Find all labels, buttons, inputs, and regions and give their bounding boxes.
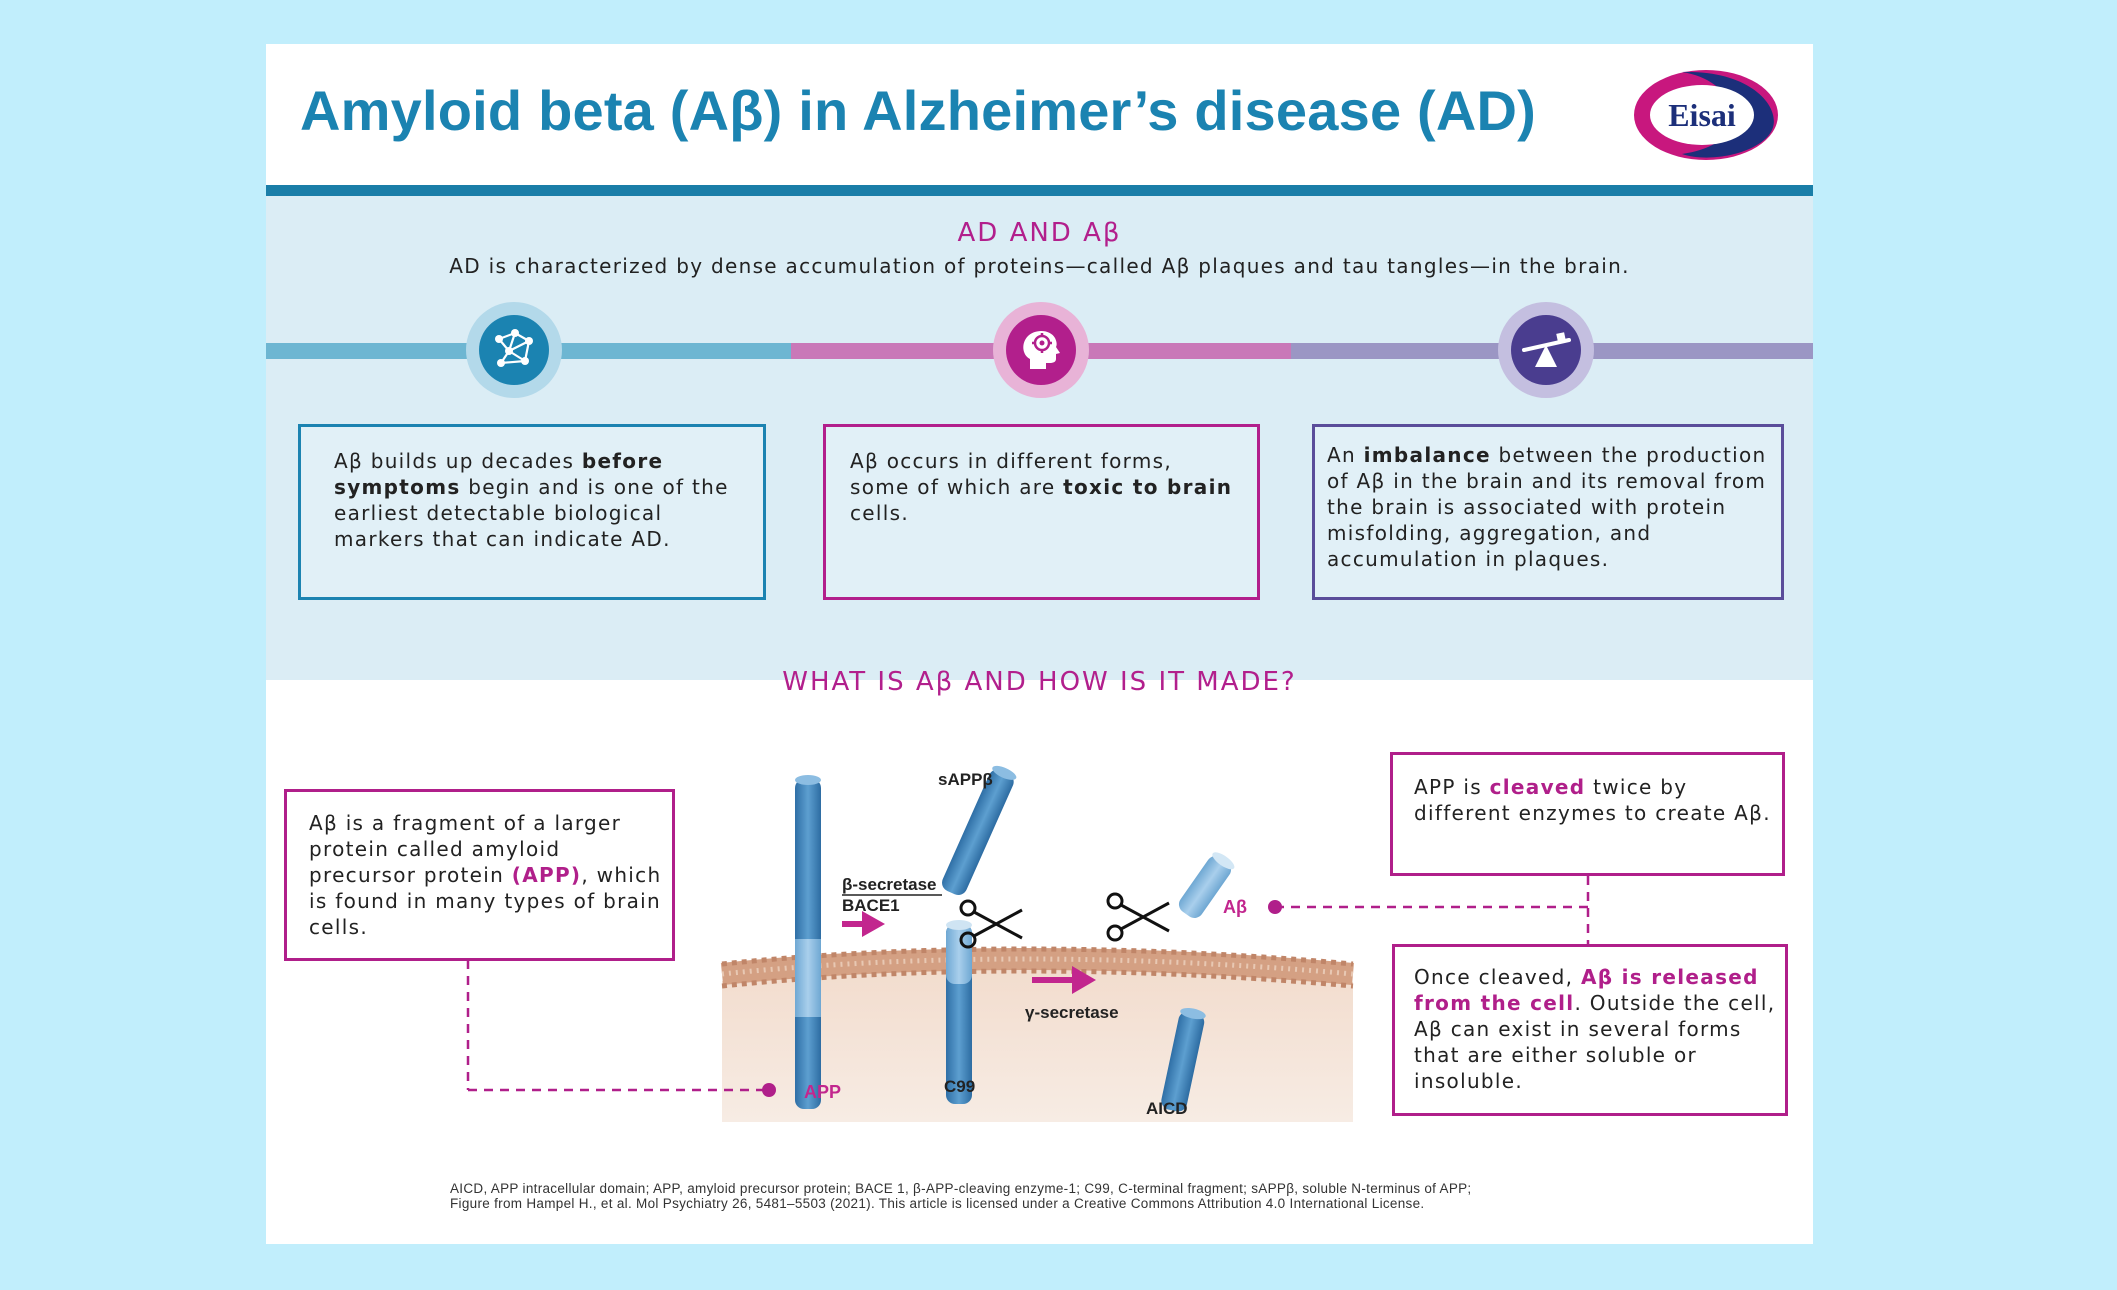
connector-lines: [466, 876, 1590, 1092]
intro-text: AD is characterized by dense accumulatio…: [449, 254, 1630, 278]
info-box-before-symptoms: Aβ builds up decades before symptoms beg…: [298, 424, 766, 600]
head-gear-icon: [1023, 330, 1060, 369]
ab-fragment: [1178, 852, 1235, 918]
beta-arrow: [842, 911, 885, 937]
app-protein: [795, 775, 821, 1109]
info-box-imbalance: An imbalance between the production of A…: [1312, 424, 1784, 600]
connector-dot-app: [762, 1083, 776, 1097]
icon-ring-2: [993, 302, 1089, 398]
label-c99: C99: [944, 1077, 975, 1096]
aicd-fragment: [1161, 1007, 1206, 1112]
logo-text: Eisai: [1668, 97, 1736, 133]
app-cleavage-diagram: sAPPβ β-secretase BACE1 γ-secretase Aβ A…: [466, 765, 1590, 1122]
label-app: APP: [804, 1082, 841, 1102]
page-title: Amyloid beta (Aβ) in Alzheimer’s disease…: [300, 79, 1537, 142]
label-sappb: sAPPβ: [938, 770, 993, 789]
cytoplasm: [722, 966, 1353, 1122]
label-bace1: BACE1: [842, 896, 900, 915]
info-box-cleaved: APP is cleaved twice by different enzyme…: [1390, 752, 1785, 876]
c99-fragment: [946, 920, 972, 1104]
section-heading-ad: AD AND Aβ: [957, 218, 1122, 248]
label-beta-secretase: β-secretase: [842, 875, 937, 894]
info-box-released: Once cleaved, Aβ is released from the ce…: [1392, 944, 1788, 1116]
network-icon: [495, 329, 533, 367]
label-ab: Aβ: [1223, 897, 1247, 917]
seesaw-balance-icon: [1522, 332, 1571, 367]
eisai-logo: Eisai: [1634, 70, 1778, 160]
footnote-line-1: AICD, APP intracellular domain; APP, amy…: [450, 1181, 1472, 1196]
infographic-card: Amyloid beta (Aβ) in Alzheimer’s disease…: [266, 44, 1813, 1244]
scissors-icon-beta: [959, 899, 1023, 949]
scissors-icon-gamma: [1106, 892, 1170, 942]
icon-ring-1: [466, 302, 562, 398]
label-gamma-secretase: γ-secretase: [1025, 1003, 1119, 1022]
sappb-fragment: [942, 765, 1017, 895]
label-aicd: AICD: [1146, 1099, 1188, 1118]
footnote: AICD, APP intracellular domain; APP, amy…: [450, 1181, 1750, 1211]
connector-dot-ab: [1268, 900, 1282, 914]
info-box-toxic-forms: Aβ occurs in different forms, some of wh…: [823, 424, 1260, 600]
footnote-line-2: Figure from Hampel H., et al. Mol Psychi…: [450, 1196, 1425, 1211]
section-heading-how-made: WHAT IS Aβ AND HOW IS IT MADE?: [782, 667, 1297, 697]
header-rule: [266, 185, 1813, 196]
icon-ring-3: [1498, 302, 1594, 398]
gamma-arrow: [1032, 966, 1096, 994]
info-box-app-fragment: Aβ is a fragment of a larger protein cal…: [284, 789, 675, 961]
